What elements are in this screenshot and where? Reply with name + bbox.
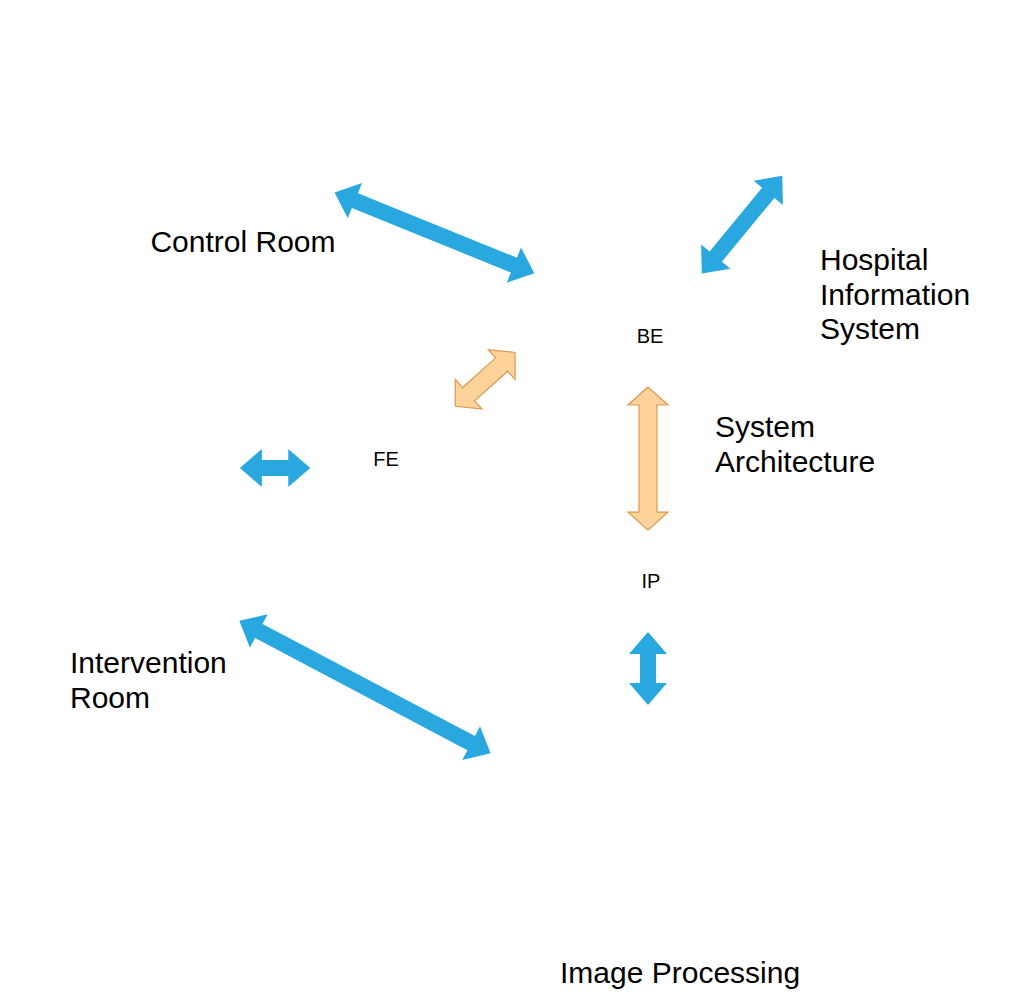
area-label: Intervention Room <box>70 646 248 715</box>
label-holder: Intervention Room <box>70 646 248 715</box>
block-arrow <box>629 632 667 705</box>
control-room-photo <box>118 5 330 195</box>
component-name: FE <box>373 448 399 471</box>
area-label: Control Room <box>128 225 358 260</box>
component-ellipse: FE <box>315 330 457 588</box>
picture-box: Image Processing <box>495 710 740 958</box>
server-towers <box>500 712 735 955</box>
picture-box: Hospital Information System <box>600 0 1005 172</box>
component-name: BE <box>637 325 664 348</box>
hospital-building-picture <box>600 8 1005 160</box>
block-arrow <box>455 350 515 409</box>
c-arm-illustration <box>15 310 235 620</box>
area-label: Image Processing <box>560 956 800 991</box>
label-holder: BE <box>513 290 787 382</box>
ellipse-shape <box>514 291 786 381</box>
component-ellipse: IP <box>520 535 782 627</box>
block-arrow <box>701 176 783 274</box>
picture-box: Control Room <box>118 5 330 195</box>
ellipse-shape <box>316 331 456 587</box>
ellipse-shape <box>303 271 921 639</box>
block-arrow <box>335 183 535 283</box>
component-name: IP <box>642 570 661 593</box>
area-label: System Architecture <box>715 410 920 479</box>
component-ellipse: BE <box>513 290 787 382</box>
label-holder: IP <box>520 535 782 627</box>
area-label: Hospital Information System <box>820 243 1005 347</box>
label-holder: FE <box>315 330 457 588</box>
picture-box: Intervention Room <box>15 310 235 620</box>
ellipse-shape <box>521 536 781 626</box>
label-holder: System Architecture <box>715 410 920 479</box>
label-holder: Image Processing <box>560 956 800 991</box>
block-arrow <box>628 387 668 530</box>
label-holder: Control Room <box>128 225 358 260</box>
block-arrow <box>239 614 490 760</box>
label-holder: Hospital Information System <box>820 243 1005 347</box>
block-arrow <box>240 449 310 487</box>
